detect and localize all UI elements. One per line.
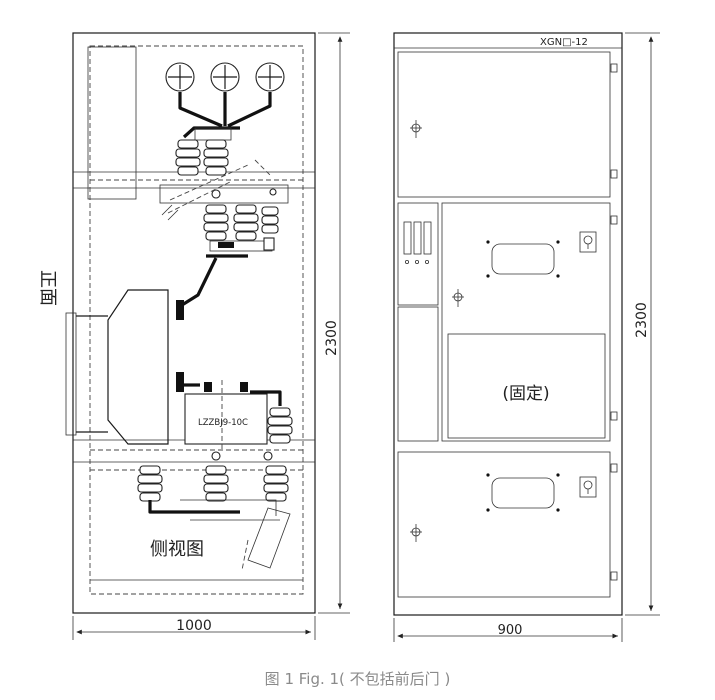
current-transformer (184, 380, 293, 450)
side-height-label: 2300 (324, 320, 340, 356)
lock-symbol-top (410, 120, 422, 138)
front-view: XGN□-12 (393, 32, 660, 642)
lock-symbol-middle (452, 289, 464, 307)
lock-symbol-bottom (410, 524, 422, 542)
side-width-label: 1000 (176, 618, 212, 634)
upper-disconnector-insulators (175, 127, 232, 176)
viewing-window-middle (486, 240, 560, 278)
busbar-terminals (165, 62, 285, 92)
light-icon-bottom (579, 476, 597, 498)
ct-model-label: LZZBJ9-10C (198, 418, 248, 428)
cable-insulators (137, 465, 289, 502)
model-label: XGN□-12 (540, 37, 588, 48)
fixed-compartment (447, 333, 606, 439)
front-label: 正面 (37, 270, 58, 306)
side-cabinet-outline (72, 32, 316, 614)
bottom-door-panel (397, 451, 611, 598)
side-view-title: 侧视图 (150, 539, 204, 560)
front-cabinet-outline (393, 32, 623, 616)
lower-disconnector-insulators (203, 204, 279, 241)
side-view: LZZBJ9-10C 侧视图 正面 2300 (37, 32, 350, 640)
circuit-breaker (65, 289, 200, 445)
front-height-label: 2300 (634, 302, 650, 338)
viewing-window-bottom (486, 473, 560, 512)
top-door-panel (397, 51, 611, 198)
breaker-door-panel (441, 202, 611, 442)
fixed-label: (固定) (502, 384, 549, 404)
light-icon-middle (579, 231, 597, 253)
instrument-panel (397, 202, 439, 306)
side-inner-outline (89, 45, 304, 595)
figure-caption: 图 1 Fig. 1( 不包括前后门 ) (264, 670, 451, 688)
front-width-label: 900 (498, 623, 523, 638)
